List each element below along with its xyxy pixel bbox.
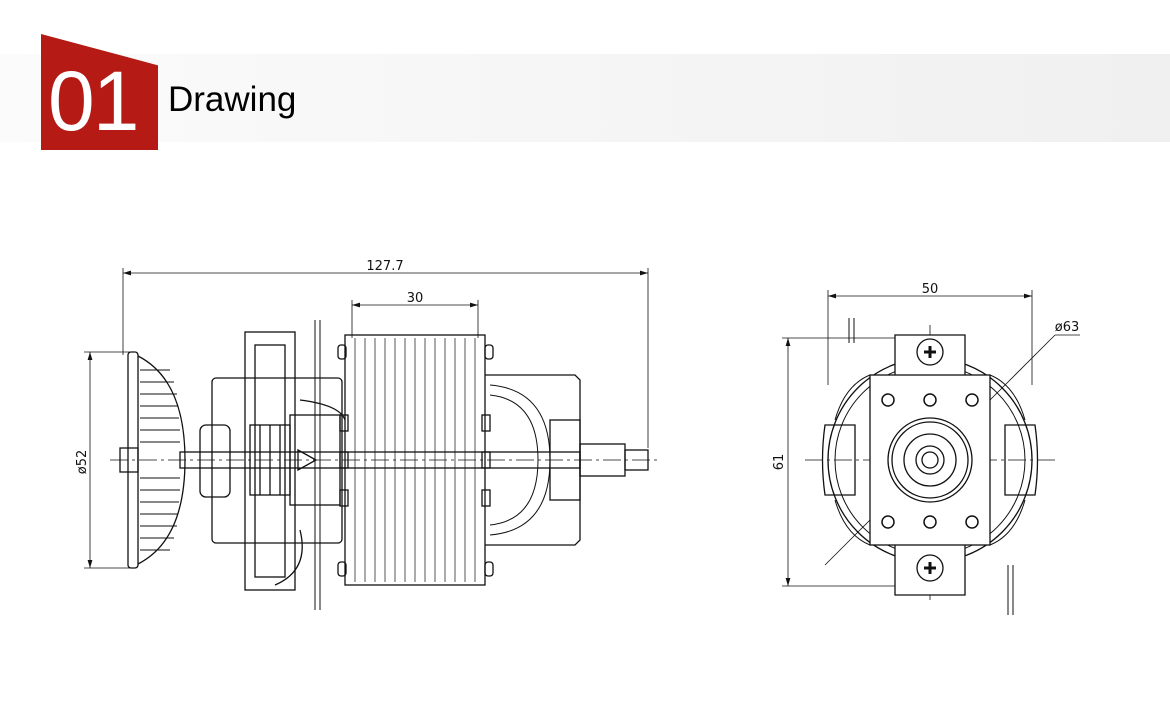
screw-icon [916,338,944,582]
dim-frame-width: 50 [922,282,939,297]
front-bracket [485,374,581,546]
fan [119,351,186,569]
dim-overall-length: 127.7 [366,259,403,274]
dim-fan-diameter: ø52 [75,450,90,475]
side-view [84,268,660,610]
section-number: 01 [48,54,139,148]
bearing [887,417,973,503]
mounting-holes [881,393,979,529]
front-view [782,290,1080,615]
stator-stack [337,334,494,586]
section-title: Drawing [168,80,297,119]
rear-housing [199,320,346,610]
dim-stator-width: 30 [407,291,424,306]
dim-outer-diameter: ø63 [1055,320,1080,335]
header-band [0,54,1170,142]
dim-frame-height: 61 [772,454,787,471]
